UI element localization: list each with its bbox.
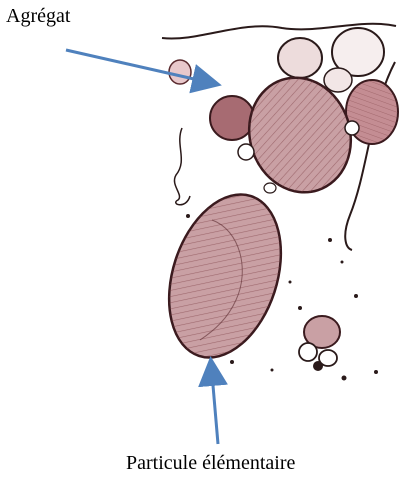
small-cluster — [299, 316, 340, 371]
fiber-strand-left — [174, 128, 190, 205]
particle-arrow — [211, 362, 218, 444]
small-pebble — [169, 60, 191, 84]
aggregate-arrow — [66, 50, 216, 84]
aggregate-cluster — [210, 28, 398, 206]
elementary-particle — [150, 180, 301, 372]
